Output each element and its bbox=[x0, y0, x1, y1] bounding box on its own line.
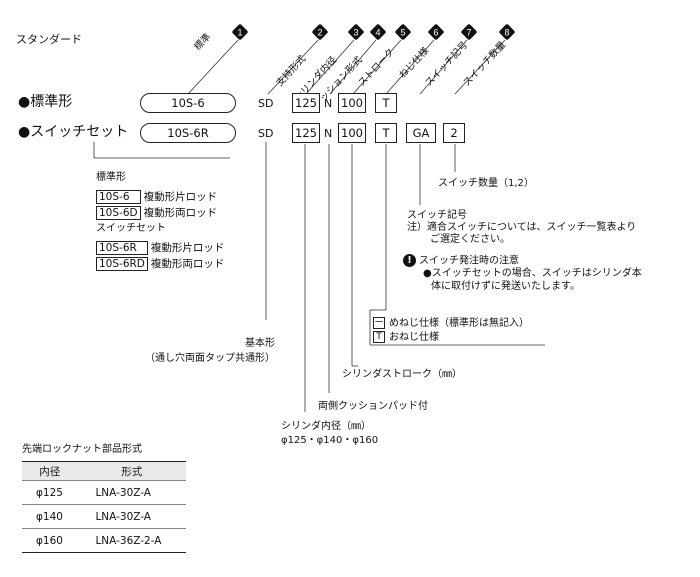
row-switch-qty: 2 bbox=[443, 123, 465, 143]
note-switch-compat-2: ご選定ください。 bbox=[430, 234, 510, 245]
nut-bore: φ125 bbox=[22, 480, 78, 505]
order-caution-text: スイッチ発注時の注意 bbox=[419, 255, 519, 267]
nut-table-title: 先端ロックナット部品形式 bbox=[22, 444, 142, 455]
order-caution-title: !スイッチ発注時の注意 bbox=[403, 254, 519, 267]
basic-form-label: 基本形 bbox=[245, 338, 275, 349]
table-row: φ160 LNA-36Z-2-A bbox=[22, 528, 186, 553]
nut-table: 内径 形式 φ125 LNA-30Z-A φ140 LNA-30Z-A φ160… bbox=[22, 461, 186, 553]
nut-header-bore: 内径 bbox=[22, 461, 78, 481]
svg-text:7: 7 bbox=[466, 28, 471, 38]
nut-model: LNA-30Z-A bbox=[77, 480, 186, 505]
switch-list-title: スイッチセット bbox=[96, 223, 166, 234]
row-switch-thread: T bbox=[375, 123, 397, 143]
switch-code: 10S-6R bbox=[96, 240, 148, 255]
row-switch-stroke: 100 bbox=[338, 123, 366, 143]
standard-list: 10S-6 複動形片ロッド 10S-6D 複動形両ロッド bbox=[96, 189, 217, 220]
exclamation-icon: ! bbox=[403, 254, 416, 267]
section-title: スタンダード bbox=[16, 33, 82, 46]
callout-6-badge: 6 bbox=[428, 24, 444, 40]
row-standard-model: 10S-6 bbox=[140, 93, 236, 113]
callout-5-badge: 5 bbox=[395, 24, 411, 40]
row-switch-bore: 125 bbox=[292, 123, 320, 143]
thread-male-option: T おねじ仕様 bbox=[373, 331, 439, 343]
note-switch-compat-1: 注）適合スイッチについては、スイッチ一覧表より bbox=[407, 222, 637, 233]
svg-text:8: 8 bbox=[504, 28, 509, 38]
note-switch-qty: スイッチ数量（1,2） bbox=[438, 178, 534, 189]
t-box: T bbox=[373, 331, 385, 343]
row-standard-thread: T bbox=[375, 93, 397, 113]
switch-code: 10S-6RD bbox=[96, 256, 148, 271]
table-row: φ140 LNA-30Z-A bbox=[22, 504, 186, 529]
row-switch-symbol: GA bbox=[406, 123, 436, 143]
row-standard-stroke: 100 bbox=[338, 93, 366, 113]
leader-5 bbox=[352, 39, 402, 95]
standard-list-title: 標準形 bbox=[96, 172, 126, 183]
row-standard-n: N bbox=[324, 97, 333, 110]
leader-7 bbox=[419, 39, 468, 95]
row-switch-n: N bbox=[324, 127, 333, 140]
switch-desc: 複動形両ロッド bbox=[150, 258, 225, 270]
callout-3-badge: 3 bbox=[348, 24, 364, 40]
nut-bore: φ140 bbox=[22, 504, 78, 529]
switch-list: 10S-6R 複動形片ロッド 10S-6RD 複動形両ロッド bbox=[96, 240, 224, 271]
row-switch-model: 10S-6R bbox=[140, 123, 236, 143]
cushion-note: 両側クッションパッド付 bbox=[318, 401, 428, 412]
leader-4 bbox=[329, 39, 377, 95]
bore-note-values: φ125・φ140・φ160 bbox=[281, 435, 379, 446]
standard-desc: 複動形両ロッド bbox=[143, 207, 218, 219]
leader-2 bbox=[267, 39, 319, 95]
thread-female-text: めねじ仕様（標準形は無記入） bbox=[389, 318, 529, 329]
row-standard-sd: SD bbox=[258, 97, 274, 110]
nut-header-model: 形式 bbox=[77, 461, 186, 481]
standard-desc: 複動形片ロッド bbox=[143, 191, 218, 203]
basic-form-desc: （通し穴両面タップ共通形） bbox=[145, 353, 275, 364]
callout-7-badge: 7 bbox=[461, 24, 477, 40]
dash-box: ー bbox=[373, 317, 385, 329]
nut-bore: φ160 bbox=[22, 528, 78, 553]
svg-text:3: 3 bbox=[353, 28, 358, 38]
order-note-1: ●スイッチセットの場合、スイッチはシリンダ本 bbox=[423, 268, 642, 279]
row-switch-sd: SD bbox=[258, 127, 274, 140]
nut-model: LNA-30Z-A bbox=[77, 504, 186, 529]
row-switch-label: ●スイッチセット bbox=[18, 124, 129, 140]
row-standard-bore: 125 bbox=[292, 93, 320, 113]
standard-code: 10S-6 bbox=[96, 189, 141, 204]
callout-4-badge: 4 bbox=[370, 24, 386, 40]
svg-text:5: 5 bbox=[400, 28, 405, 38]
callout-8-badge: 8 bbox=[499, 24, 515, 40]
standard-code: 10S-6D bbox=[96, 205, 141, 220]
svg-text:6: 6 bbox=[433, 28, 438, 38]
leader-6 bbox=[385, 39, 435, 95]
svg-text:1: 1 bbox=[237, 28, 242, 38]
callout-2-badge: 2 bbox=[312, 24, 328, 40]
leader-8 bbox=[454, 39, 506, 95]
thread-female-option: ーめねじ仕様（標準形は無記入） bbox=[373, 317, 529, 329]
thread-male-text: おねじ仕様 bbox=[389, 332, 439, 343]
leader-1 bbox=[187, 39, 239, 95]
stroke-note: シリンダストローク（㎜） bbox=[342, 369, 462, 380]
switch-desc: 複動形片ロッド bbox=[150, 242, 225, 254]
svg-text:2: 2 bbox=[317, 28, 322, 38]
row-standard-label: ●標準形 bbox=[18, 94, 73, 110]
order-note-2: 体に取付けずに発送いたします。 bbox=[431, 281, 580, 292]
svg-text:4: 4 bbox=[375, 28, 380, 38]
bore-note-title: シリンダ内径（㎜） bbox=[281, 421, 371, 432]
note-switch-symbol: スイッチ記号 bbox=[407, 210, 467, 221]
callout-1-badge: 1 bbox=[232, 24, 248, 40]
nut-model: LNA-36Z-2-A bbox=[77, 528, 186, 553]
leader-3 bbox=[305, 39, 355, 95]
table-row: φ125 LNA-30Z-A bbox=[22, 480, 186, 505]
